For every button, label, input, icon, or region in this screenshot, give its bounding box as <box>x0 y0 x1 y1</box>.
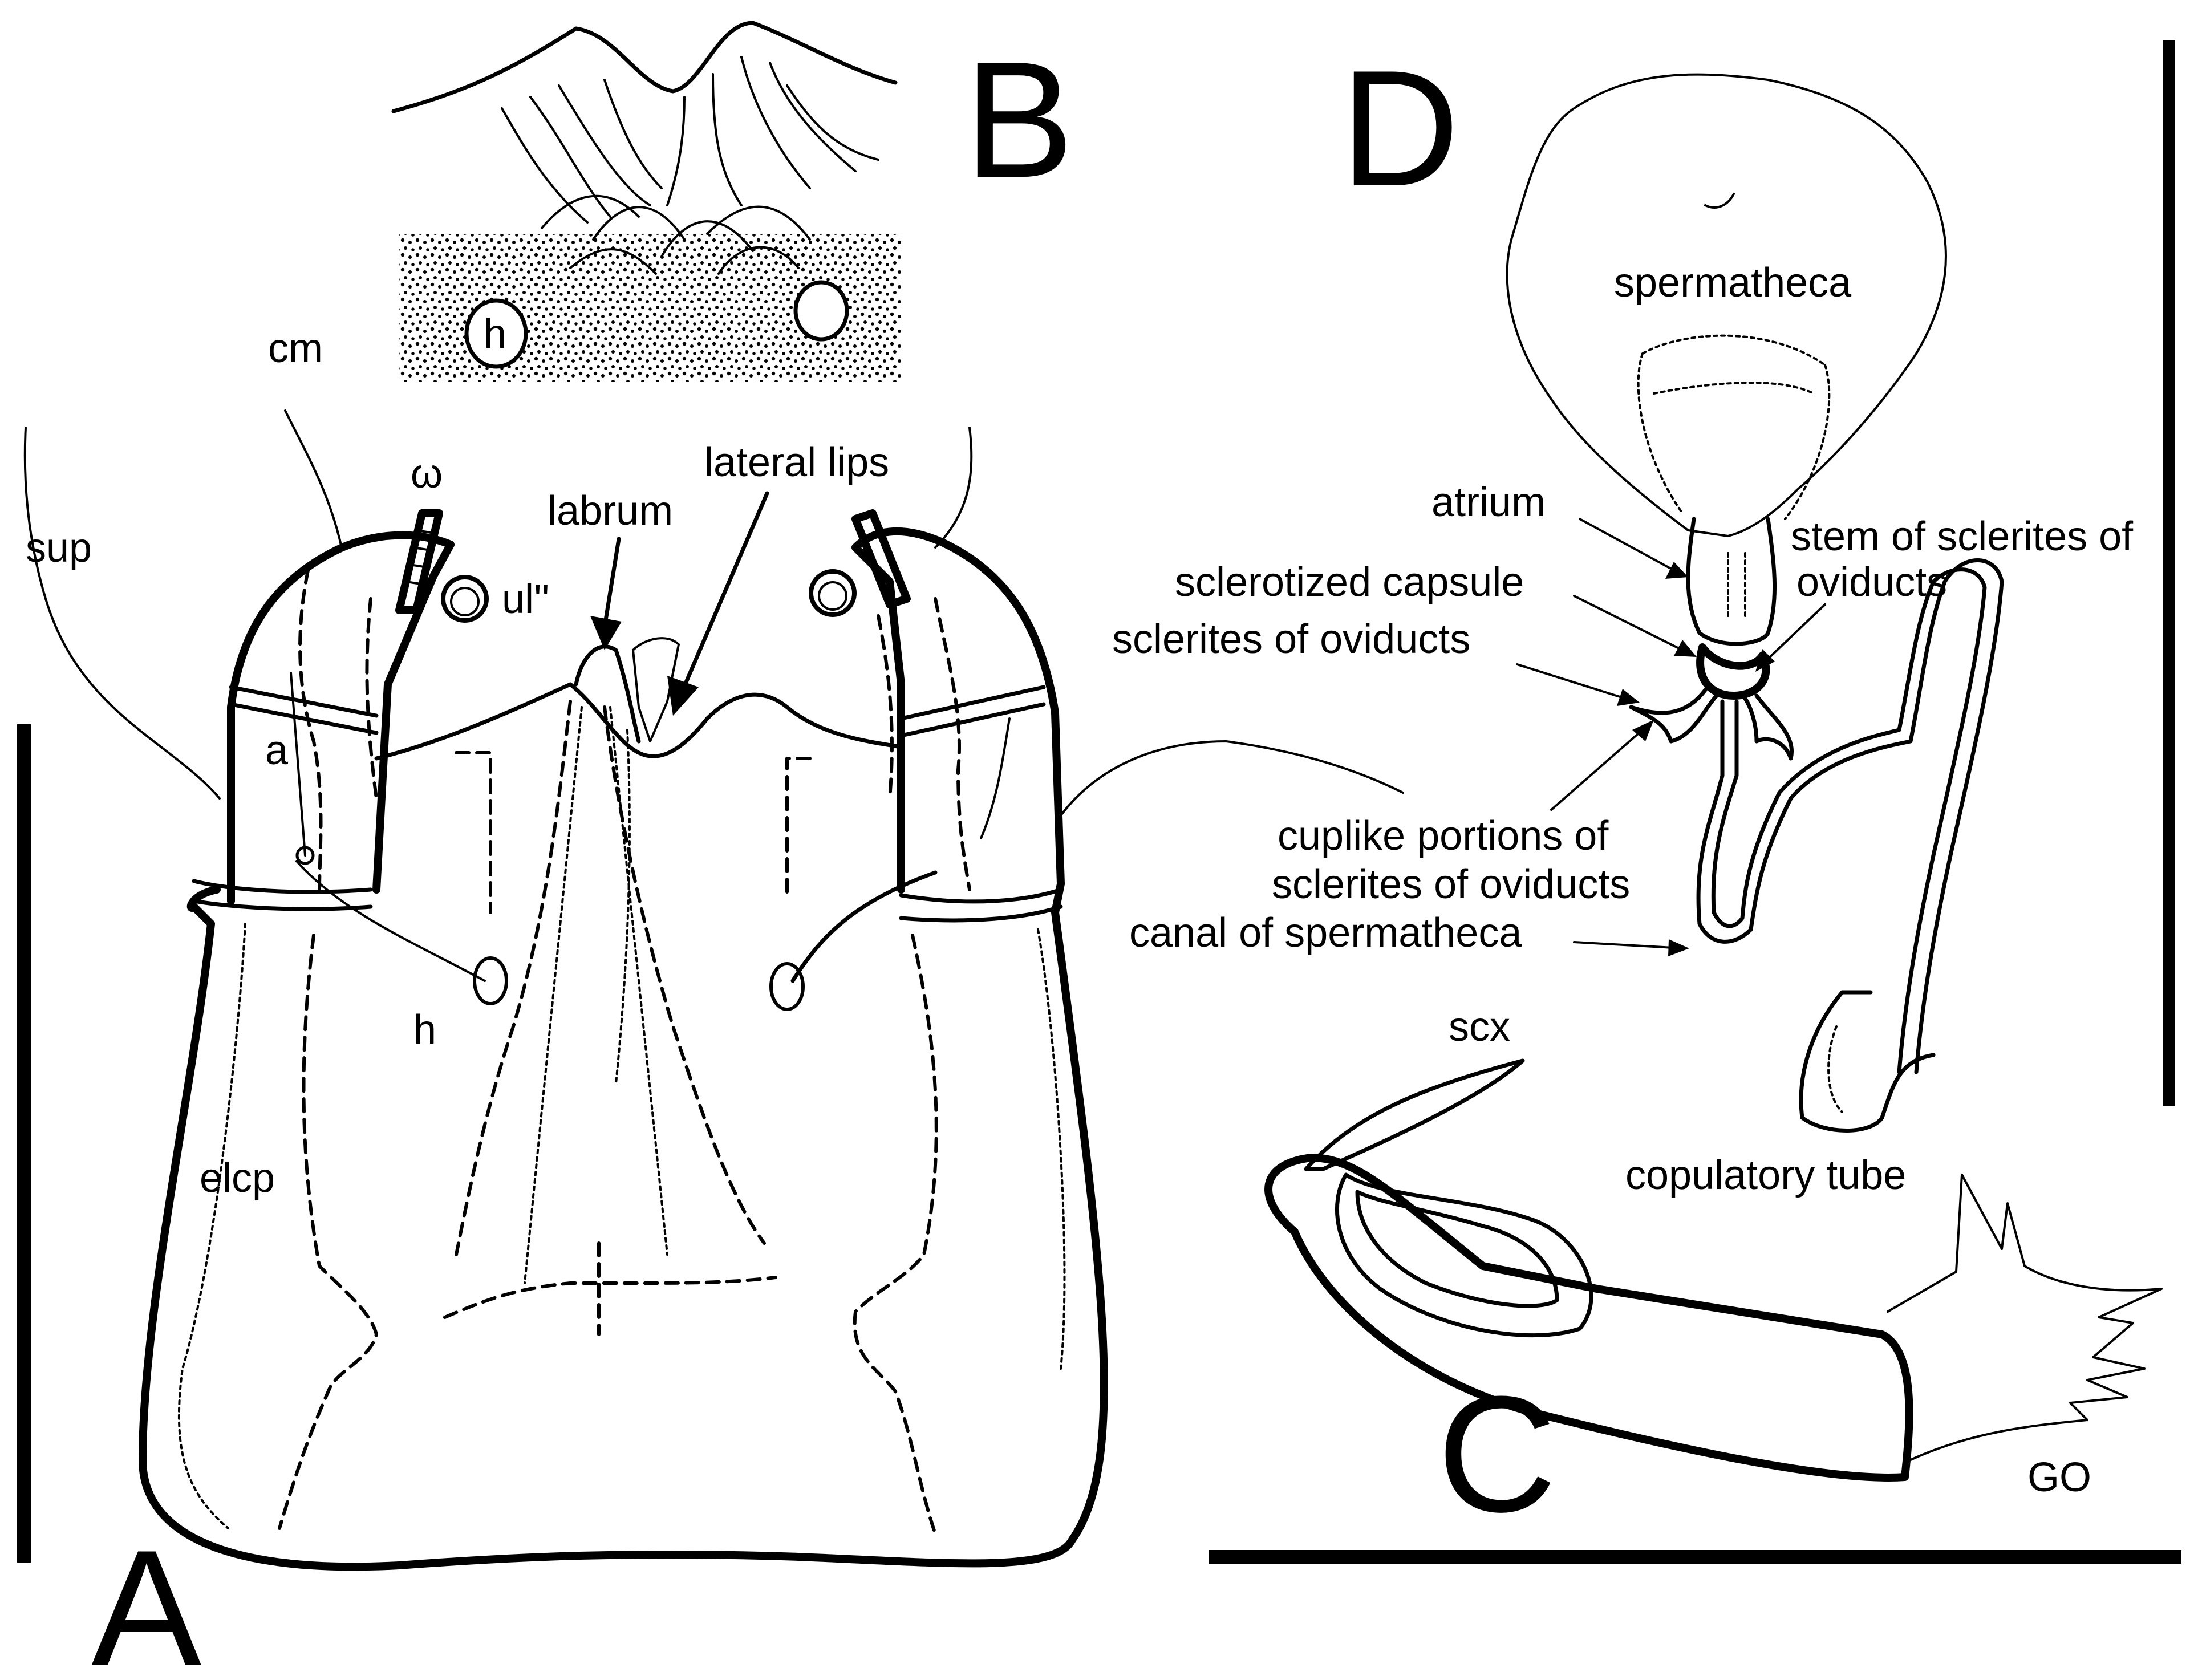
panel-a-drawing <box>23 409 1404 1571</box>
solenidion-omega-right <box>851 509 911 608</box>
seta-h-left <box>295 860 486 982</box>
panel-label-b: B <box>964 27 1074 212</box>
panel-d-drawing <box>1506 73 2004 1133</box>
go-sclerite <box>1887 1174 2163 1461</box>
label-labrum: labrum <box>548 488 673 534</box>
seta-ul-right <box>809 569 857 617</box>
label-lateral-lips: lateral lips <box>704 440 889 485</box>
label-sclerotized-capsule: sclerotized capsule <box>1175 559 1524 605</box>
panel-label-d: D <box>1340 36 1459 221</box>
seta-ul-left <box>441 575 489 623</box>
seta-sup <box>23 427 221 800</box>
label-go: GO <box>2027 1455 2091 1500</box>
label-cuplike-1: cuplike portions of <box>1278 813 1609 859</box>
solenidion-omega-left <box>395 509 443 614</box>
sclerotized-capsule <box>1696 643 1770 700</box>
label-h-b: h <box>484 311 506 357</box>
label-ul: ul'' <box>502 577 550 622</box>
spermatheca-outline <box>1506 73 1947 537</box>
label-a: a <box>265 728 289 773</box>
atrium <box>1686 517 1777 646</box>
panel-label-c: C <box>1437 1362 1556 1547</box>
label-cm: cm <box>268 326 323 371</box>
label-scx: scx <box>1449 1004 1510 1050</box>
scale-bar-C <box>1209 1550 2181 1564</box>
panel-b-drawing <box>391 21 901 382</box>
panel-c-drawing <box>1264 1058 2163 1482</box>
label-atrium: atrium <box>1431 480 1546 525</box>
label-sclerites-of-oviducts: sclerites of oviducts <box>1112 616 1470 662</box>
scale-bar-A <box>17 724 31 1563</box>
arrow-labrum <box>602 537 621 630</box>
label-stem-of-sclerites-2: oviducts <box>1796 559 1947 605</box>
label-stem-of-sclerites-1: stem of sclerites of <box>1791 514 2134 559</box>
seta-a <box>290 672 306 857</box>
label-omega: ω <box>411 451 443 497</box>
sclerite-left <box>1629 688 1719 744</box>
seta-base-h-b-right <box>793 280 849 342</box>
canal-of-spermatheca <box>1696 558 2004 1074</box>
seta-right-lateral <box>1060 740 1404 817</box>
arrow-lateral-lips <box>679 491 769 695</box>
seta-cm <box>284 409 343 551</box>
label-canal-of-spermatheca: canal of spermatheca <box>1129 910 1522 956</box>
label-spermatheca: spermatheca <box>1614 260 1852 306</box>
label-sup: sup <box>26 525 92 571</box>
label-cuplike-2: sclerites of oviducts <box>1272 862 1630 907</box>
panel-label-a: A <box>91 1516 202 1680</box>
seta-base-h-b-left <box>464 298 528 369</box>
scale-bar-D <box>2163 40 2175 1106</box>
seta-h-right <box>790 870 938 983</box>
label-elcp: elcp <box>200 1155 275 1201</box>
copulatory-tube <box>1799 990 1936 1133</box>
sclerite-right <box>1743 693 1794 761</box>
seta-right-upper <box>934 427 973 549</box>
label-h-a: h <box>413 1007 436 1053</box>
label-copulatory-tube: copulatory tube <box>1625 1153 1906 1198</box>
